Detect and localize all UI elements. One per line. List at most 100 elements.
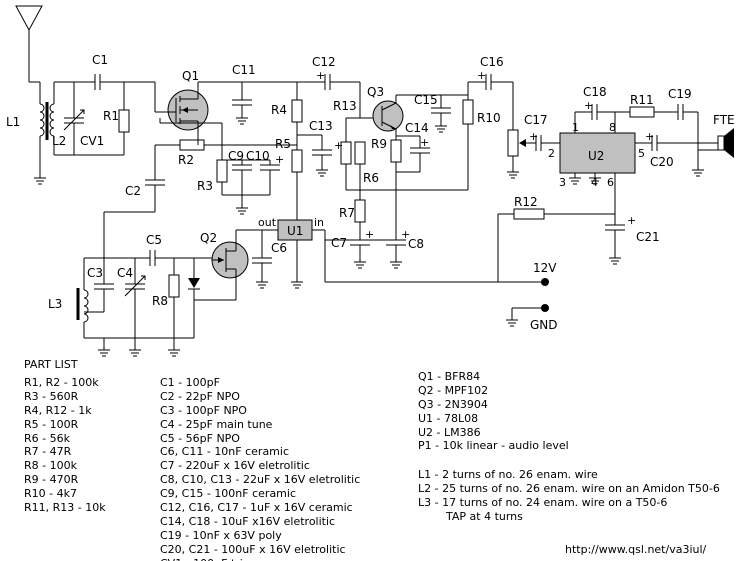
capacitor-c11	[232, 82, 252, 125]
resistors-item: R5 - 100R	[24, 417, 79, 431]
label-c3: C3	[87, 266, 103, 280]
capacitors-item: CV1 - 100pF trimmer	[160, 557, 360, 561]
resistor-r2	[179, 139, 205, 151]
resistor-r9	[390, 139, 402, 163]
label-c1: C1	[92, 53, 108, 67]
capacitors-item: C3 - 100pF NPO	[160, 403, 247, 417]
pin-label: in	[314, 216, 324, 229]
ground-label: GND	[530, 318, 558, 332]
label-c6: C6	[271, 241, 287, 255]
capacitors-item: C12, C16, C17 - 1uF x 16V ceramic	[160, 501, 353, 515]
label-c2: C2	[125, 184, 141, 198]
label-r2: R2	[178, 153, 194, 167]
capacitor-c9	[232, 160, 252, 195]
svg-text:+: +	[584, 99, 593, 112]
label-r6: R6	[363, 171, 379, 185]
supply-terminal	[541, 278, 549, 286]
svg-text:+: +	[420, 136, 429, 149]
capacitor-c15	[431, 95, 451, 133]
label-c14: C14	[405, 121, 429, 135]
capacitor-c7: +	[350, 228, 374, 269]
pin-label: out	[258, 216, 277, 229]
label-r10: R10	[477, 111, 501, 125]
resistors-item: R8 - 100k	[24, 459, 77, 473]
label-cv1: CV1	[80, 134, 104, 148]
resistors-item: R9 - 470R	[24, 473, 79, 487]
label-c9: C9	[228, 149, 244, 163]
ground-icon	[98, 349, 180, 357]
label-c10: C10	[246, 149, 270, 163]
label-c15: C15	[414, 93, 438, 107]
pin-label: 3	[559, 176, 566, 189]
semis-item: U1 - 78L08	[418, 411, 479, 425]
ground-icon	[34, 165, 46, 185]
svg-text:+: +	[529, 130, 538, 143]
capacitors-item: C2 - 22pF NPO	[160, 389, 240, 403]
capacitor-c10: +	[260, 153, 284, 195]
label-c16: C16	[480, 55, 504, 69]
label-r8: R8	[152, 294, 168, 308]
part-list-title: PART LIST	[24, 358, 78, 371]
svg-text:+: +	[401, 228, 410, 241]
pin-label: 2	[548, 147, 555, 160]
label-r9: R9	[371, 137, 387, 151]
label-r5: R5	[275, 137, 291, 151]
capacitors-item: C8, C10, C13 - 22uF x 16V eletrolitic	[160, 473, 361, 487]
svg-text:+: +	[365, 228, 374, 241]
capacitor-c6	[252, 230, 272, 289]
label-c13: C13	[309, 119, 333, 133]
capacitor-c17: +	[529, 130, 560, 151]
label-c11: C11	[232, 63, 256, 77]
resistor-r5	[291, 149, 303, 173]
label-r3: R3	[197, 179, 213, 193]
capacitor-c16: +	[468, 69, 514, 130]
resistors-item: R1, R2 - 100k	[24, 376, 99, 389]
pin-label: 6	[607, 176, 614, 189]
capacitor-c8: +	[386, 228, 410, 269]
capacitors-item: C20, C21 - 100uF x 16V eletrolitic	[160, 542, 346, 556]
capacitor-c18: +	[575, 99, 615, 120]
capacitor-c2	[145, 179, 165, 186]
label-c7: C7	[331, 236, 347, 250]
cv1-trimmer	[63, 82, 85, 155]
label-l2: L2	[52, 134, 66, 148]
label-r12: R12	[514, 195, 538, 209]
potentiometer-p1	[507, 129, 536, 179]
capacitor-c13: +	[297, 134, 343, 177]
capacitors-item: C5 - 56pF NPO	[160, 431, 240, 445]
pin-label: 5	[638, 147, 645, 160]
label-l1: L1	[6, 115, 20, 129]
capacitors-item: C1 - 100pF	[160, 376, 220, 389]
coils-item: L3 - 17 turns of no. 24 enam. wire on a …	[418, 495, 668, 509]
svg-text:+: +	[645, 130, 654, 143]
resistor-r12	[513, 208, 545, 220]
ground-icon	[291, 281, 303, 289]
coils-item: TAP at 4 turns	[446, 509, 523, 523]
semis-item: P1 - 10k linear - audio level	[418, 439, 569, 453]
label-r7: R7	[339, 206, 355, 220]
label-c18: C18	[583, 85, 607, 99]
ground-icon	[569, 177, 601, 185]
semis-item: Q2 - MPF102	[418, 383, 489, 397]
ic-u2	[559, 132, 636, 174]
resistors-item: R11, R13 - 10k	[24, 501, 106, 515]
pin-label: 1	[572, 121, 579, 134]
resistors-item: R3 - 560R	[24, 389, 79, 403]
resistor-r11	[629, 106, 655, 118]
label-u2: U2	[588, 149, 604, 163]
capacitor-c12: +	[315, 69, 361, 118]
label-r11: R11	[630, 93, 654, 107]
capacitor-c21: +	[605, 214, 636, 265]
coil-l1-l2	[29, 81, 55, 165]
capacitors-item: C9, C15 - 100nF ceramic	[160, 487, 297, 501]
semis-item: Q1 - BFR84	[418, 370, 481, 383]
resistor-r3	[216, 159, 228, 183]
capacitors-item: C6, C11 - 10nF ceramic	[160, 445, 290, 459]
supply-label: 12V	[533, 261, 557, 275]
capacitors-item: C4 - 25pF main tune	[160, 417, 273, 431]
transistor-q2	[211, 230, 249, 292]
label-c19: C19	[668, 87, 692, 101]
